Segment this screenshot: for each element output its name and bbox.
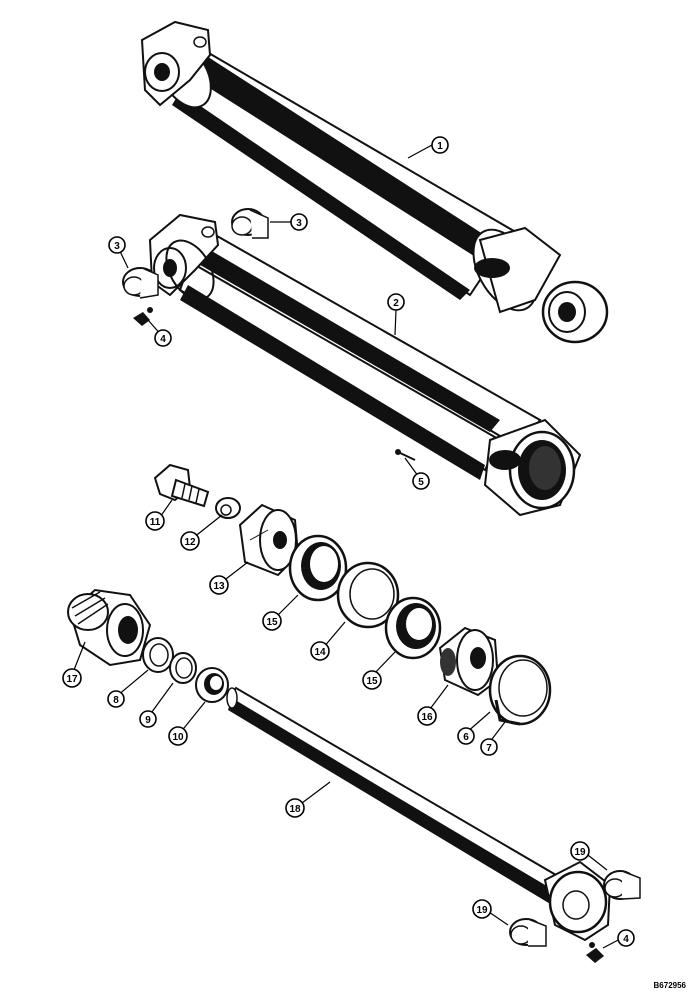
svg-text:13: 13 — [213, 581, 225, 592]
callout-4-upper: 4 — [154, 329, 172, 347]
callout-10: 10 — [168, 726, 188, 746]
callout-6: 6 — [457, 727, 475, 745]
svg-text:18: 18 — [289, 804, 301, 815]
ring-part-9 — [169, 652, 197, 684]
figure-reference-number: B672956 — [653, 981, 686, 990]
callout-2: 2 — [387, 293, 405, 311]
callout-15-upper: 15 — [262, 611, 282, 631]
callout-13: 13 — [209, 575, 229, 595]
callout-12: 12 — [180, 531, 200, 551]
bolt-part-11 — [153, 463, 210, 508]
ring-part-14 — [336, 561, 400, 629]
svg-text:3: 3 — [114, 241, 120, 252]
piston-part-13 — [238, 503, 300, 577]
callout-17: 17 — [62, 668, 82, 688]
svg-text:12: 12 — [184, 537, 196, 548]
svg-text:1: 1 — [437, 141, 443, 152]
grease-fitting-part-4-lower — [586, 942, 604, 963]
svg-text:8: 8 — [113, 695, 119, 706]
svg-text:10: 10 — [172, 732, 184, 743]
callout-11: 11 — [145, 511, 165, 531]
svg-text:14: 14 — [314, 647, 326, 658]
bushing-part-19-upper — [603, 870, 641, 900]
svg-text:16: 16 — [421, 712, 433, 723]
svg-text:3: 3 — [296, 218, 302, 229]
callout-19-lower: 19 — [472, 899, 492, 919]
seal-part-15-lower — [384, 596, 442, 660]
svg-text:19: 19 — [476, 905, 488, 916]
callout-19-upper: 19 — [570, 841, 590, 861]
callout-3-left: 3 — [108, 236, 126, 254]
piston-part-16 — [438, 626, 500, 697]
svg-text:19: 19 — [574, 847, 586, 858]
callout-18: 18 — [285, 798, 305, 818]
grease-fitting-part-4-upper — [133, 307, 153, 326]
bushing-part-3-left — [122, 267, 159, 299]
callout-15-lower: 15 — [362, 670, 382, 690]
callout-14: 14 — [310, 641, 330, 661]
seal-part-15-upper — [288, 534, 348, 602]
callout-7: 7 — [480, 738, 498, 756]
svg-text:5: 5 — [418, 477, 424, 488]
callout-8: 8 — [107, 690, 125, 708]
seal-part-8 — [142, 637, 174, 673]
barrel-part-2 — [148, 213, 582, 517]
callout-1: 1 — [431, 136, 449, 154]
svg-text:15: 15 — [366, 676, 378, 687]
ring-part-6-7 — [488, 654, 552, 726]
svg-text:7: 7 — [486, 743, 492, 754]
callout-16: 16 — [417, 706, 437, 726]
washer-part-12 — [215, 497, 241, 519]
wiper-part-10 — [195, 667, 229, 703]
svg-text:9: 9 — [145, 715, 151, 726]
bushing-part-19-lower — [509, 918, 547, 947]
callout-3-right: 3 — [290, 213, 308, 231]
svg-text:4: 4 — [160, 334, 166, 345]
svg-text:2: 2 — [393, 298, 399, 309]
callout-9: 9 — [139, 710, 157, 728]
svg-text:15: 15 — [266, 617, 278, 628]
gland-part-17 — [67, 588, 152, 667]
callout-4-lower: 4 — [617, 929, 635, 947]
svg-text:17: 17 — [66, 674, 78, 685]
cylinder-assembly-part-1 — [140, 20, 609, 344]
bushing-part-3-right — [231, 208, 269, 239]
svg-text:4: 4 — [623, 934, 629, 945]
svg-text:6: 6 — [463, 732, 469, 743]
svg-text:11: 11 — [150, 517, 161, 528]
callout-5: 5 — [412, 472, 430, 490]
screw-part-5 — [395, 449, 416, 461]
rod-part-18 — [226, 686, 612, 942]
